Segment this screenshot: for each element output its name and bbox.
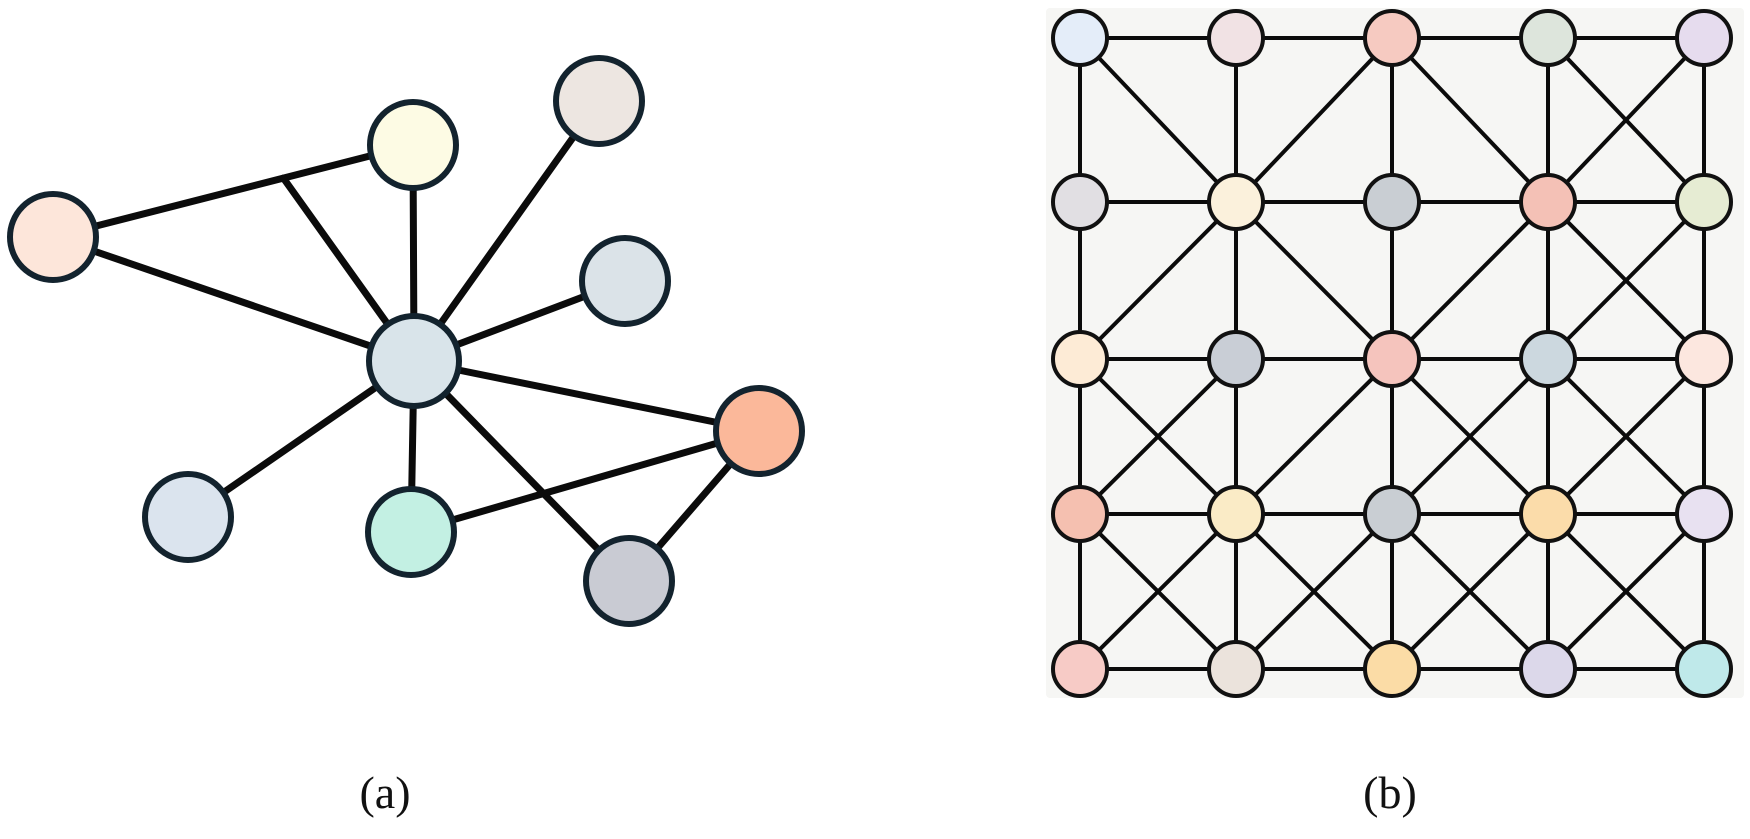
grid-node-4-4 [1675, 640, 1733, 698]
edge-d-14 [1390, 357, 1550, 516]
edge-n3-n5 [410, 97, 603, 365]
node-n7 [142, 471, 234, 563]
edge-n5-n9 [410, 357, 633, 585]
grid-node-2-3 [1519, 330, 1577, 388]
node-n1 [7, 191, 99, 283]
grid-node-1-1 [1207, 173, 1265, 231]
grid-node-3-2 [1363, 485, 1421, 543]
edge-d-2 [1390, 36, 1550, 204]
panel-a-star-graph: (a) [7, 55, 805, 818]
node-n5 [366, 313, 462, 409]
node-n3 [553, 55, 645, 147]
edge-d-16 [1546, 357, 1706, 516]
edge-d-20 [1234, 512, 1394, 671]
grid-node-1-4 [1675, 173, 1733, 231]
node-n2 [367, 99, 459, 191]
edge-n1-n5 [49, 233, 418, 365]
grid-node-4-0 [1051, 640, 1109, 698]
edge-d-24 [1546, 512, 1706, 671]
grid-node-0-1 [1207, 9, 1265, 67]
grid-node-0-4 [1675, 9, 1733, 67]
edge-d-6 [1234, 200, 1394, 361]
node-n9 [583, 535, 675, 627]
panel-b-nodes [1051, 9, 1733, 698]
edge-d-4 [1546, 36, 1706, 204]
grid-node-1-3 [1519, 173, 1577, 231]
panel-b-grid-graph: (b) [1046, 8, 1744, 818]
grid-node-3-1 [1207, 485, 1265, 543]
grid-node-2-2 [1363, 330, 1421, 388]
edge-n5-n6 [410, 357, 763, 435]
panel-b-caption: (b) [1363, 767, 1417, 818]
panel-a-nodes [7, 55, 805, 627]
grid-node-1-2 [1363, 173, 1421, 231]
edge-d-18 [1078, 512, 1238, 671]
node-n6 [713, 385, 805, 477]
grid-node-3-4 [1675, 485, 1733, 543]
grid-node-4-3 [1519, 640, 1577, 698]
edge-n6-n8 [407, 427, 763, 536]
grid-node-0-2 [1363, 9, 1421, 67]
panel-a-caption: (a) [359, 767, 410, 818]
edge-d-7 [1390, 200, 1550, 361]
grid-node-0-3 [1519, 9, 1577, 67]
edge-d-0 [1078, 36, 1238, 204]
edge-d-11 [1078, 357, 1238, 516]
grid-node-2-1 [1207, 330, 1265, 388]
grid-node-2-0 [1051, 330, 1109, 388]
edge-d-22 [1390, 512, 1550, 671]
grid-node-4-1 [1207, 640, 1265, 698]
edge-d-1 [1234, 36, 1394, 204]
grid-node-2-4 [1675, 330, 1733, 388]
node-n4 [579, 235, 671, 327]
grid-node-0-0 [1051, 9, 1109, 67]
grid-node-4-2 [1363, 640, 1421, 698]
grid-node-3-0 [1051, 485, 1109, 543]
grid-node-3-3 [1519, 485, 1577, 543]
edge-d-12 [1234, 357, 1394, 516]
edge-d-9 [1546, 200, 1706, 361]
grid-node-1-0 [1051, 173, 1109, 231]
edge-d-5 [1078, 200, 1238, 361]
node-n8 [365, 486, 457, 578]
edge-n1-n2 [49, 141, 417, 241]
